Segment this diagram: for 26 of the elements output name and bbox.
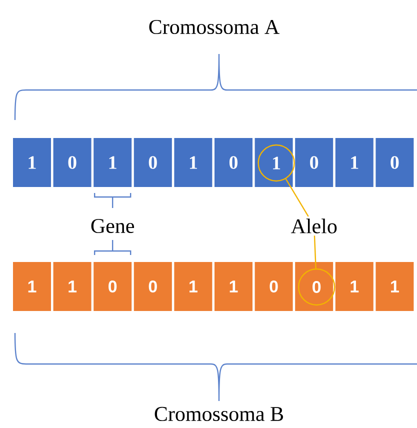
bit-cell: 1 <box>214 262 252 311</box>
bit-cell: 0 <box>134 138 172 187</box>
leader-line <box>285 178 309 217</box>
bit-cell: 1 <box>174 138 212 187</box>
bit-cell: 1 <box>94 138 132 187</box>
allele-label: Alelo <box>290 218 337 234</box>
bit-cell: 1 <box>335 262 374 311</box>
bit-cell <box>295 262 334 311</box>
bit-cell: 0 <box>134 262 172 311</box>
bit-cell: 0 <box>214 138 252 187</box>
chromosome-label: Cromossoma A <box>149 20 280 34</box>
bit-cell: 1 <box>174 262 212 311</box>
bit-cell: 0 <box>376 138 414 187</box>
bit-cell: 0 <box>94 262 132 311</box>
bit-cell: 0 <box>295 138 334 187</box>
bit-cell: 1 <box>335 138 374 187</box>
bit-cell: 1 <box>376 262 414 311</box>
bit-cell <box>254 138 293 187</box>
bit-cell: 1 <box>13 138 51 187</box>
bit-cell: 1 <box>53 262 92 311</box>
leader-line <box>314 236 316 268</box>
chromosome-label: Cromossoma B <box>154 406 284 422</box>
gene-label: Gene <box>91 218 134 234</box>
bit-cell: 0 <box>53 138 92 187</box>
bit-cell: 1 <box>13 262 51 311</box>
bit-cell: 0 <box>254 262 293 311</box>
